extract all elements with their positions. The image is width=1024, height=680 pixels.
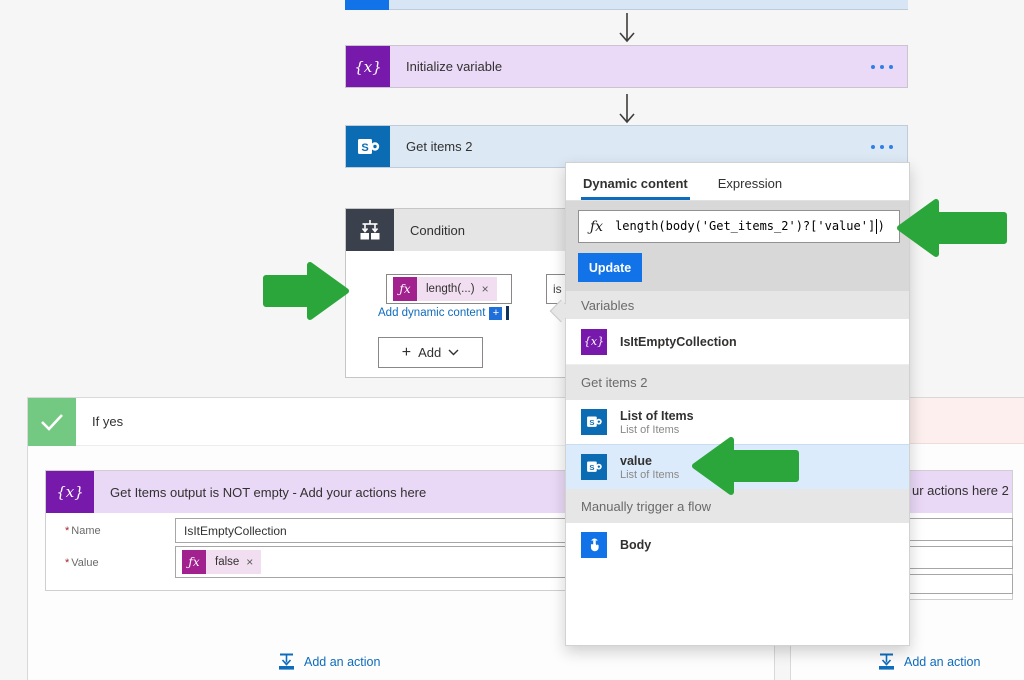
block-title: Initialize variable [406,59,503,74]
section-header-variables: Variables [566,291,909,319]
add-button-label: Add [418,345,442,360]
set-variable-header[interactable]: {x} Get Items output is NOT empty - Add … [46,471,599,513]
variable-icon: {x} [46,471,94,513]
add-action-label: Add an action [904,655,981,669]
section-header-manual-trigger: Manually trigger a flow [566,489,909,523]
initialize-variable-block[interactable]: {x} Initialize variable [345,45,908,88]
green-arrow-expression [897,199,1007,257]
expression-text: length(body('Get_items_2')?['value']) [615,219,885,234]
dynamic-item-isitemptycollection[interactable]: {x} IsItEmptyCollection [566,319,909,365]
tab-expression[interactable]: Expression [717,176,783,191]
value-label: *Value [65,557,99,569]
checkmark-icon [28,397,76,446]
dynamic-item-list-of-items[interactable]: S List of Items List of Items [566,400,909,444]
sharepoint-icon: S [346,126,390,167]
if-yes-title: If yes [92,414,124,429]
condition-add-button[interactable]: + Add [378,337,483,368]
expression-input[interactable]: ƒx length(body('Get_items_2')?['value']) [578,210,900,243]
token-label: false [215,556,240,568]
dynamic-item-value[interactable]: S value List of Items [566,444,909,489]
token-remove-icon[interactable]: × [246,555,254,569]
section-header-get-items: Get items 2 [566,365,909,400]
fx-icon: ƒx [182,550,206,574]
add-action-icon [879,653,894,670]
trigger-icon [345,0,389,10]
plus-icon: + [401,343,412,361]
add-action-label: Add an action [304,655,381,669]
item-title: List of Items [620,408,694,423]
item-subtitle: List of Items [620,423,680,436]
block-title: Get items 2 [406,139,473,154]
dynamic-content-popup: Dynamic content Expression ƒx length(bod… [565,162,910,646]
menu-ellipsis-icon[interactable] [871,144,893,149]
variable-icon: {x} [581,328,607,355]
update-button[interactable]: Update [578,253,642,282]
add-action-link-right[interactable]: Add an action [877,653,980,671]
token-label: length(...) [426,283,475,295]
tab-dynamic-content[interactable]: Dynamic content [581,176,690,200]
item-subtitle: List of Items [620,468,680,481]
get-items-block[interactable]: S Get items 2 [345,125,908,168]
item-title: IsItEmptyCollection [620,334,737,349]
svg-text:S: S [589,463,594,472]
trigger-block-partial[interactable] [345,0,908,10]
item-title: value [620,453,652,468]
condition-icon [346,209,394,251]
sharepoint-icon: S [581,409,607,435]
green-arrow-condition [263,262,349,320]
expression-token-pill[interactable]: ƒx length(...) × [393,277,497,301]
item-title: Body [620,538,652,552]
value-input[interactable]: ƒx false × [175,546,587,578]
add-action-link-left[interactable]: Add an action [277,653,380,671]
condition-operand-input[interactable]: ƒx length(...) × [386,274,512,304]
fx-icon: ƒx [590,218,604,235]
chevron-down-icon [448,349,459,356]
manual-trigger-icon [581,532,607,558]
menu-ellipsis-icon[interactable] [871,64,893,69]
name-label: *Name [65,525,101,537]
fx-icon: ƒx [393,277,417,301]
false-token-pill[interactable]: ƒx false × [182,550,262,574]
svg-text:S: S [361,142,368,154]
condition-title: Condition [410,222,465,238]
sharepoint-icon: S [581,454,607,480]
add-dynamic-content-icon: + [489,306,503,320]
name-input[interactable]: IsItEmptyCollection [175,518,587,543]
token-remove-icon[interactable]: × [481,282,489,296]
add-dynamic-content-label: Add dynamic content [378,307,486,319]
cursor-bar-icon [506,306,510,320]
add-action-icon [279,653,294,670]
set-variable-title: Get Items output is NOT empty - Add your… [110,484,427,500]
popup-tab-bar: Dynamic content Expression [566,163,909,201]
variable-icon: {x} [346,46,390,87]
add-dynamic-content-link[interactable]: Add dynamic content + [378,306,510,320]
set-variable-2-title-partial: ur actions here 2 [912,483,1009,498]
text-caret [875,219,878,234]
svg-text:S: S [589,418,594,427]
dynamic-item-body[interactable]: Body [566,523,909,567]
name-input-value: IsItEmptyCollection [184,523,287,538]
